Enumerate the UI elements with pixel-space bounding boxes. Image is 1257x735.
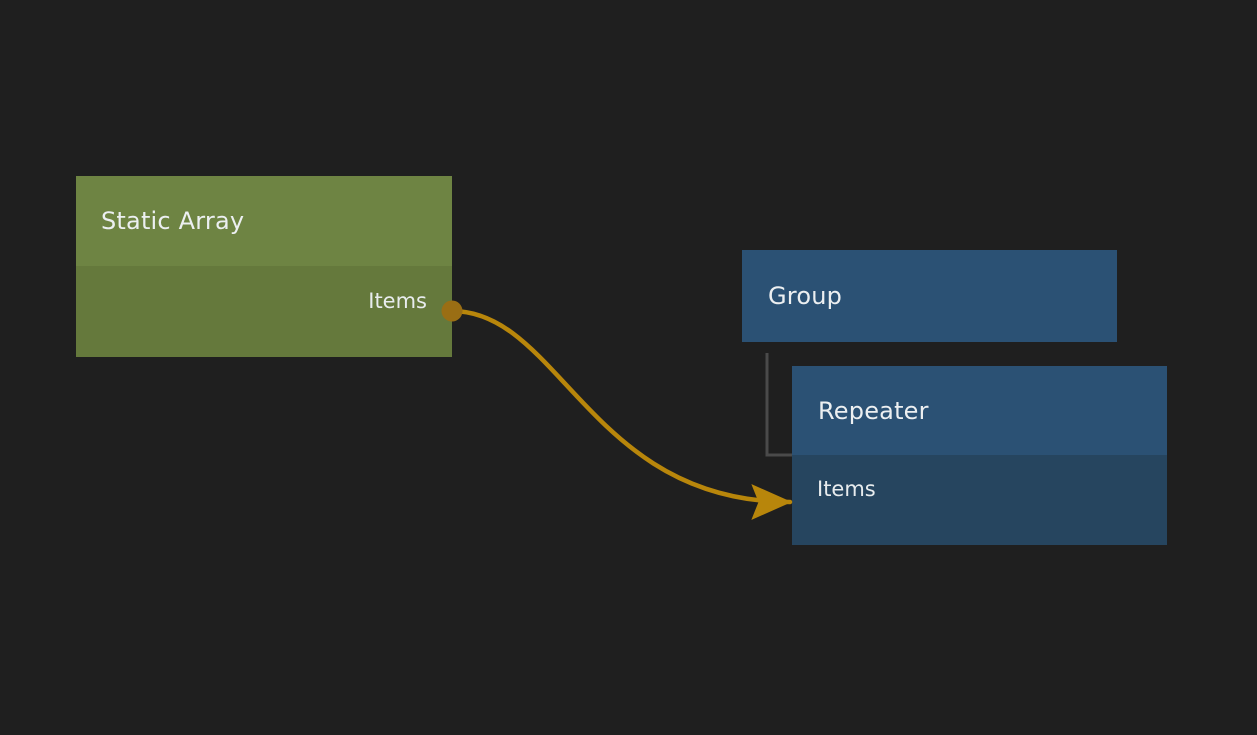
node-repeater-header[interactable]: Repeater — [792, 366, 1167, 455]
node-static-array[interactable]: Static Array Items — [76, 176, 452, 357]
node-group[interactable]: Group — [742, 250, 1117, 342]
node-group-title: Group — [768, 282, 843, 310]
port-row-static-array-items[interactable]: Items — [76, 289, 452, 313]
wire-static-array-items-to-repeater-items[interactable] — [449, 308, 793, 520]
node-static-array-body: Items — [76, 266, 452, 357]
port-row-repeater-items[interactable]: Items — [792, 477, 1167, 501]
node-repeater-title: Repeater — [818, 396, 929, 425]
node-repeater[interactable]: Repeater Items — [792, 366, 1167, 545]
port-label-repeater-items: Items — [817, 477, 876, 501]
node-static-array-title: Static Array — [101, 207, 245, 235]
node-repeater-body: Items — [792, 455, 1167, 545]
port-label-static-array-items: Items — [368, 289, 427, 313]
hierarchy-elbow-group-to-repeater — [765, 353, 792, 457]
node-group-header[interactable]: Group — [742, 250, 1117, 342]
node-static-array-header[interactable]: Static Array — [76, 176, 452, 266]
